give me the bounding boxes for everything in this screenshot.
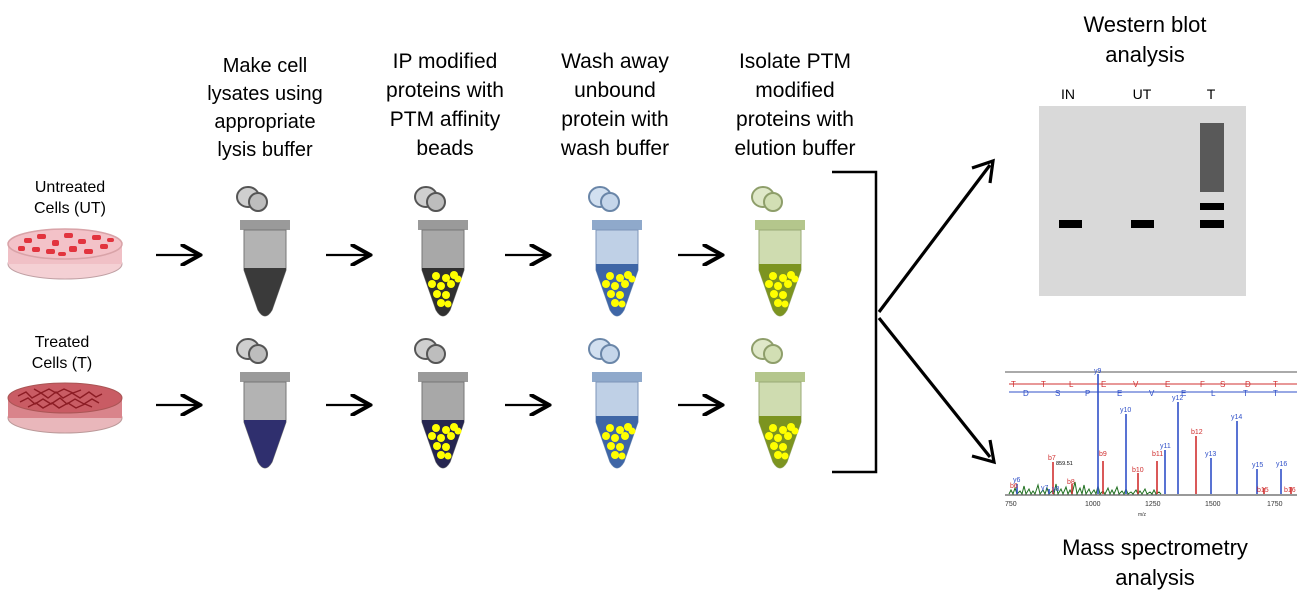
x-tick-1500: 1500 [1205,501,1221,508]
tube-wash-treated [588,338,642,469]
x-axis-label: m/z [1138,512,1147,518]
step-title-elution: Isolate PTM modified proteins with eluti… [734,50,856,160]
peak-label-b8: b8 [1067,479,1075,486]
peak-label-b11: b11 [1152,451,1163,458]
x-tick-1000: 1000 [1085,501,1101,508]
x-tick-1750: 1750 [1267,501,1283,508]
peak-label-b9: b9 [1099,451,1107,458]
peak-label-y10: y10 [1120,407,1131,414]
tube-lysate-treated [236,338,290,469]
seq-top-0: T [1011,380,1016,389]
peak-label-y7: y7 [1041,485,1049,492]
seq-top-3: E [1101,380,1106,389]
step-title-wash: Wash away unbound protein with wash buff… [560,50,670,160]
seq-top-9: T [1273,380,1278,389]
tube-ip-treated [414,338,468,469]
western-blot-gel [1039,106,1246,296]
lane-label-in: IN [1061,86,1075,102]
seq-bot-7: T [1243,389,1248,398]
untreated-petri-dish [7,228,123,280]
seq-bot-8: T [1273,389,1278,398]
mass-spectrum: T T L E V E F S D T D S P E V E L T T [1005,368,1297,518]
tube-ip-untreated [414,186,468,317]
peak-label-mz: 859.51 [1056,461,1073,467]
x-tick-1250: 1250 [1145,501,1161,508]
western-blot-title: Western blot analysis [1083,12,1207,67]
tube-elution-treated [751,338,805,469]
peak-label-b12: b12 [1191,429,1203,436]
x-tick-750: 750 [1005,501,1017,508]
seq-bot-4: V [1149,389,1155,398]
seq-bot-1: S [1055,389,1060,398]
peak-label-b16: b16 [1284,487,1296,494]
seq-bot-6: L [1211,389,1216,398]
seq-bot-0: D [1023,389,1029,398]
peak-label-y13: y13 [1205,451,1216,458]
band-t-smear [1200,123,1224,192]
band-in-lower [1059,220,1082,228]
seq-top-8: D [1245,380,1251,389]
step-title-ip: IP modified proteins with PTM affinity b… [386,50,504,160]
treated-petri-dish [7,382,123,434]
seq-top-5: E [1165,380,1170,389]
peak-label-b7: b7 [1048,455,1056,462]
band-t-lower [1200,220,1224,228]
seq-bot-3: E [1117,389,1122,398]
peak-label-y16: y16 [1276,461,1287,468]
treated-cells-label: Treated Cells (T) [31,334,93,372]
seq-bot-5: E [1181,389,1186,398]
peak-label-y11: y11 [1160,443,1171,450]
peak-label-b10: b10 [1132,467,1144,474]
peak-label-y6: y6 [1013,477,1021,484]
step-title-lysis: Make cell lysates using appropriate lysi… [207,55,323,161]
peak-label-y8: y8 [1052,486,1060,493]
peak-label-y15: y15 [1252,462,1263,469]
peak-label-y9: y9 [1094,368,1102,375]
seq-top-1: T [1041,380,1046,389]
mass-spec-title: Mass spectrometry analysis [1062,535,1248,590]
seq-top-6: F [1200,380,1205,389]
seq-top-7: S [1220,380,1225,389]
seq-top-2: L [1069,380,1074,389]
band-ut-lower [1131,220,1154,228]
lane-label-t: T [1206,86,1216,102]
tube-wash-untreated [588,186,642,317]
peak-label-b15: b15 [1257,487,1269,494]
seq-bot-2: P [1085,389,1090,398]
tube-elution-untreated [751,186,805,317]
peak-label-y12: y12 [1172,395,1183,402]
untreated-cells-label: Untreated Cells (UT) [34,179,106,217]
tube-lysate-untreated [236,186,290,317]
peak-label-b6: b6 [1010,483,1018,490]
lane-label-ut: UT [1132,86,1152,102]
peak-label-y14: y14 [1231,414,1242,421]
band-t-upper [1200,203,1224,210]
seq-top-4: V [1133,380,1139,389]
